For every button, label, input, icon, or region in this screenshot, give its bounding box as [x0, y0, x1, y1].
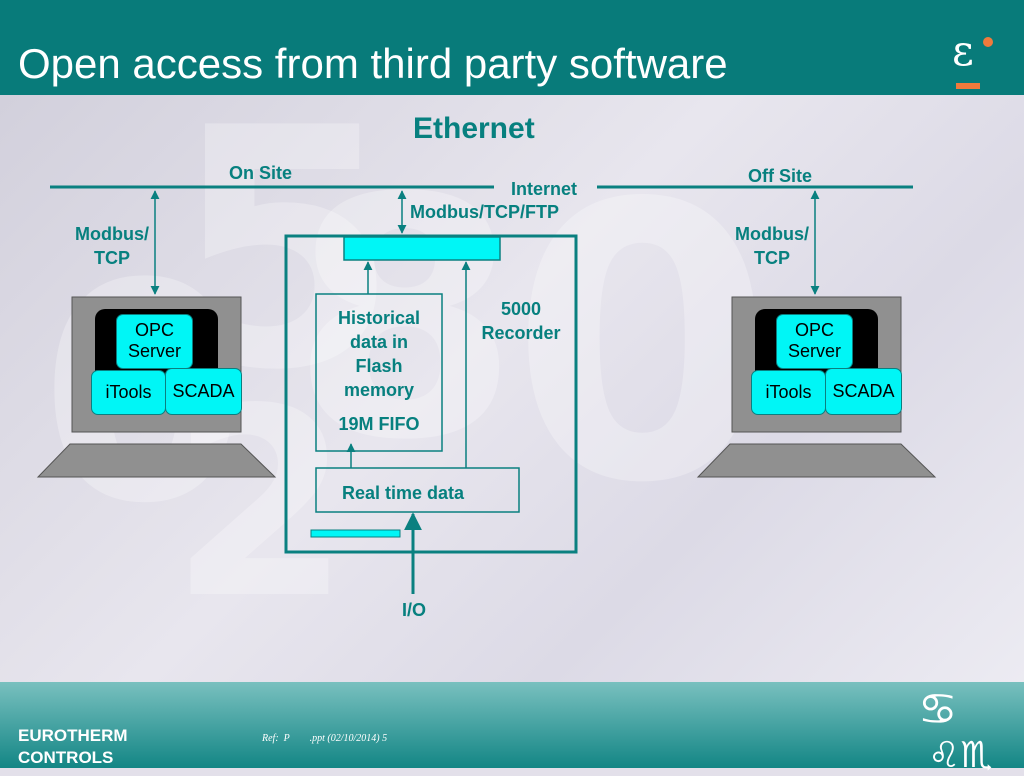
left-modbus-label: Modbus/ TCP: [75, 224, 149, 268]
modbus-tcp-ftp-label: Modbus/TCP/FTP: [410, 202, 559, 222]
right-scada: SCADA: [825, 368, 902, 415]
left-opc-server: OPC Server: [116, 314, 193, 369]
off-site-label: Off Site: [748, 166, 813, 186]
left-keyboard: [36, 443, 277, 478]
header-bar: [0, 0, 1024, 95]
leo-scorpio-icon: ♌♏: [928, 735, 993, 776]
company-name: EUROTHERM CONTROLS: [18, 726, 128, 767]
recorder-label: 5000 Recorder: [481, 299, 561, 343]
slide-reference: Ref: P .ppt (02/10/2014) 5: [262, 733, 388, 744]
on-site-label: On Site: [229, 163, 293, 183]
io-label: I/O: [402, 600, 427, 620]
cancer-icon: ♋: [918, 684, 958, 735]
logo-underline: [956, 83, 980, 89]
fifo-label: 19M FIFO: [338, 414, 420, 434]
real-time-data-label: Real time data: [342, 483, 465, 503]
historical-data-label: Historical data in Flash memory: [337, 308, 421, 400]
recorder-box: [284, 234, 578, 554]
left-itools: iTools: [91, 370, 166, 415]
right-keyboard: [696, 443, 937, 478]
internet-label: Internet: [511, 179, 578, 199]
slide-title: Open access from third party software: [18, 40, 728, 87]
footer-bar: [0, 682, 1024, 768]
right-opc-server: OPC Server: [776, 314, 853, 369]
logo-dot: [983, 37, 993, 47]
io-port: [310, 529, 401, 538]
left-scada: SCADA: [165, 368, 242, 415]
ethernet-title: Ethernet: [413, 112, 535, 145]
right-modbus-label: Modbus/ TCP: [735, 224, 809, 268]
eurotherm-logo-icon: ε: [952, 26, 974, 75]
recorder-network-port: [343, 236, 501, 261]
right-itools: iTools: [751, 370, 826, 415]
real-time-data-box: [315, 467, 520, 513]
historical-data-box: [315, 293, 443, 452]
